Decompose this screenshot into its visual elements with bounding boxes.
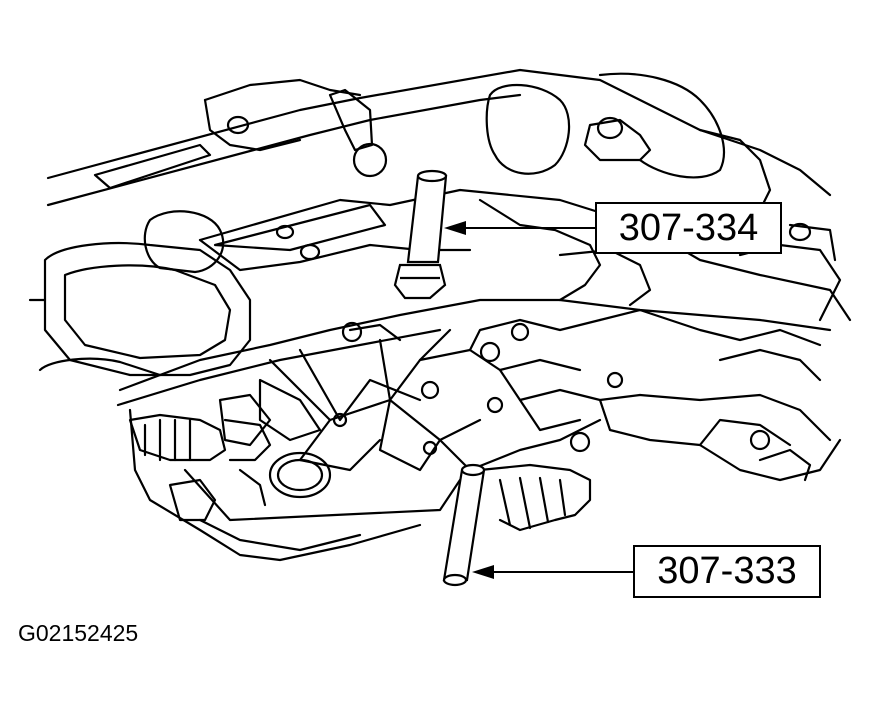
left-lobes [28, 210, 252, 377]
callout-label-307-334: 307-334 [595, 202, 782, 254]
callout-arrow-307-333 [472, 565, 633, 579]
alignment-pin-307-334 [393, 169, 448, 300]
callout-label-307-333: 307-333 [633, 545, 821, 598]
callout-arrow-307-334 [444, 221, 595, 235]
figure-id: G02152425 [18, 620, 139, 646]
lower-connector [478, 448, 812, 532]
alignment-pin-307-333 [442, 463, 486, 587]
lower-solenoid [128, 413, 272, 522]
